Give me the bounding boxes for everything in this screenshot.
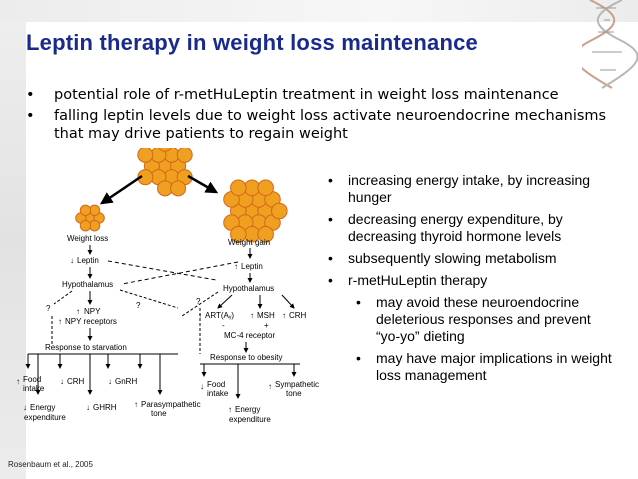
left-npy-receptors-label: NPY receptors	[65, 317, 117, 326]
left-crh-label: CRH	[67, 377, 85, 386]
effect-bullet: subsequently slowing metabolism	[328, 250, 618, 267]
cross-dashed-line	[107, 260, 217, 281]
main-bullet: potential role of r-metHuLeptin treatmen…	[24, 86, 614, 104]
effects-bullet-list: increasing energy intake, by increasing …	[328, 172, 618, 389]
fat-cell	[257, 179, 274, 197]
right-food-label: Food	[207, 380, 225, 389]
effect-sub-bullet: may have major implications in weight lo…	[328, 350, 618, 384]
right-expenditure-label: expenditure	[229, 415, 271, 424]
left-gnrh-label: GnRH	[115, 377, 137, 386]
right-energy-label: Energy	[235, 405, 260, 414]
right-response-label: Response to obesity	[210, 353, 283, 362]
leptin-pathway-diagram: Weight loss ↓ Leptin Hypothalamus ? ↑ NP…	[16, 148, 319, 424]
left-food-label: Food	[23, 375, 41, 384]
fat-cell	[79, 204, 92, 216]
left-leptin-label: Leptin	[77, 256, 99, 265]
cross-dashed-line	[181, 291, 219, 317]
fat-cell	[158, 148, 172, 152]
cross-dashed-line	[119, 289, 179, 309]
right-tone-label: tone	[286, 389, 302, 398]
left-parasympathetic-arrow: ↑	[134, 400, 138, 409]
left-tone-label: tone	[151, 409, 167, 418]
left-npy-arrow: ↑	[76, 307, 80, 316]
right-plus-mark: +	[264, 321, 269, 330]
fat-cell	[137, 148, 154, 163]
right-intake-label: intake	[207, 389, 229, 398]
left-npy-receptors-arrow: ↑	[58, 317, 62, 326]
source-citation: Rosenbaum et al., 2005	[8, 460, 93, 469]
dna-helix-icon	[582, 0, 638, 89]
right-leptin-label: Leptin	[241, 262, 263, 271]
right-msh-arrow: ↑	[250, 311, 254, 320]
arrow-to-weight-loss	[99, 174, 143, 205]
left-response-label: Response to starvation	[45, 343, 127, 352]
left-crh-arrow: ↓	[60, 377, 64, 386]
left-food-arrow: ↑	[16, 377, 20, 386]
right-hypothalamus-label: Hypothalamus	[223, 284, 274, 293]
effect-bullet: increasing energy intake, by increasing …	[328, 172, 618, 206]
fat-cell	[230, 179, 247, 197]
right-art-label: ART(Aᵧ)	[205, 311, 234, 320]
right-sympathetic-arrow: ↑	[268, 382, 272, 391]
left-dashed-arrow	[53, 290, 73, 305]
main-bullet: falling leptin levels due to weight loss…	[24, 107, 614, 143]
left-energy-arrow: ↓	[23, 403, 27, 412]
fat-cell	[230, 225, 247, 243]
adipose-cluster-top	[137, 148, 193, 197]
right-minus-mark: -	[222, 321, 225, 330]
effect-bullet: r-metHuLeptin therapy	[328, 272, 618, 289]
fat-cell	[176, 148, 193, 163]
fat-cell	[170, 180, 187, 197]
fat-cell	[79, 220, 92, 232]
right-leptin-arrow: ↑	[234, 262, 238, 271]
right-food-arrow: ↓	[200, 382, 204, 391]
left-parasympathetic-label: Parasympathetic	[141, 400, 201, 409]
arrow-to-weight-gain	[187, 174, 219, 194]
fat-cell	[257, 225, 274, 243]
cross-dashed-line	[121, 261, 239, 285]
right-arrow	[281, 294, 295, 309]
left-energy-label: Energy	[30, 403, 55, 412]
effect-bullet: decreasing energy expenditure, by decrea…	[328, 211, 618, 245]
left-weight-label: Weight loss	[67, 234, 108, 243]
left-ghrh-arrow: ↓	[86, 403, 90, 412]
right-sympathetic-label: Sympathetic	[275, 380, 319, 389]
fat-cell	[137, 169, 154, 186]
right-weight-label: Weight gain	[228, 238, 270, 247]
adipose-cluster-small	[75, 204, 105, 232]
right-unknown-mark: ?	[196, 297, 201, 306]
right-crh-label: CRH	[289, 311, 307, 320]
background-left-texture	[0, 0, 26, 479]
right-mc4-label: MC-4 receptor	[224, 331, 275, 340]
slide-title: Leptin therapy in weight loss maintenanc…	[26, 30, 478, 55]
left-leptin-arrow: ↓	[70, 256, 74, 265]
effect-sub-bullet: may avoid these neuroendocrine deleterio…	[328, 294, 618, 345]
fat-cell	[271, 202, 288, 220]
left-unknown-mark: ?	[46, 304, 51, 313]
left-gnrh-arrow: ↓	[108, 377, 112, 386]
left-expenditure-label: expenditure	[24, 413, 66, 422]
right-energy-arrow: ↑	[228, 405, 232, 414]
left-hypothalamus-label: Hypothalamus	[62, 280, 113, 289]
left-npy-label: NPY	[84, 307, 101, 316]
left-ghrh-label: GHRH	[93, 403, 117, 412]
left-intake-label: intake	[23, 384, 45, 393]
main-bullet-list: potential role of r-metHuLeptin treatmen…	[24, 86, 614, 146]
cross-unknown-mark: ?	[136, 301, 141, 310]
adipose-cluster-large	[223, 179, 288, 243]
right-msh-label: MSH	[257, 311, 275, 320]
right-arrow	[217, 294, 233, 309]
background-top-texture	[0, 0, 638, 22]
right-crh-arrow: ↑	[282, 311, 286, 320]
